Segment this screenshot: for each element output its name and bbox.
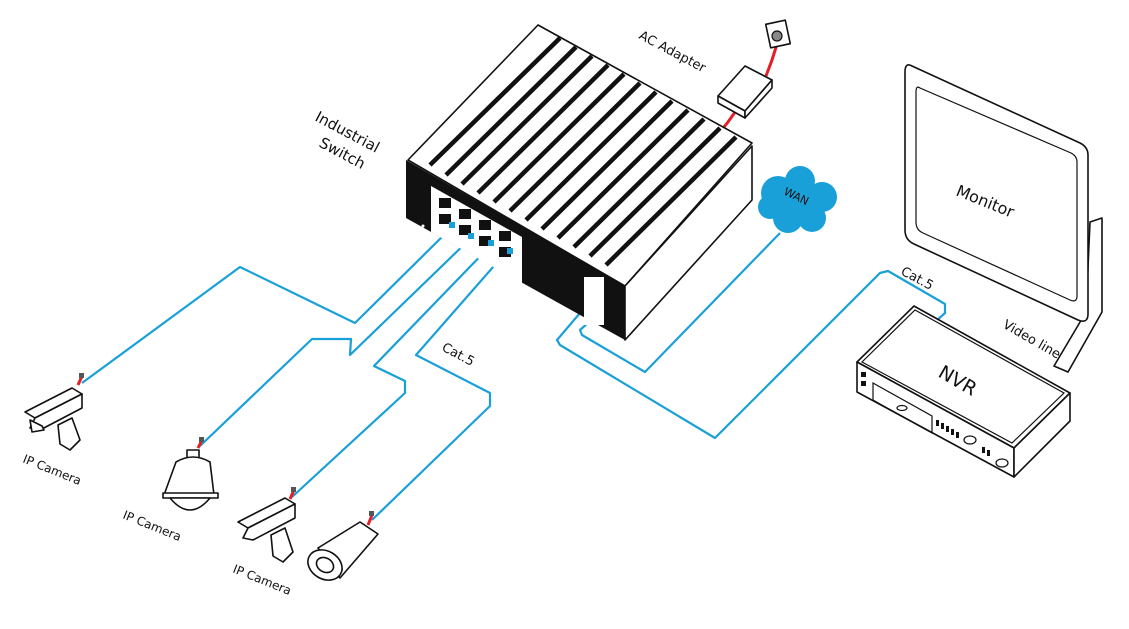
switch-led — [421, 224, 425, 228]
switch-ports — [439, 198, 511, 257]
port-5[interactable] — [439, 214, 451, 224]
cat5-label-nvr: Cat.5 — [898, 264, 936, 293]
cable-camera3-switch — [291, 242, 494, 498]
port-2[interactable] — [459, 209, 471, 219]
ip-camera-label-2: IP Camera — [121, 508, 183, 544]
switch-side — [624, 145, 753, 341]
power-cable-socket-adapter — [764, 43, 779, 77]
cable-camera1-switch — [81, 226, 453, 384]
wan-cloud[interactable] — [758, 166, 837, 233]
switch-top — [407, 24, 753, 287]
switch-uplink-port[interactable] — [584, 277, 604, 325]
switch-heatsink-fins — [428, 36, 738, 267]
industrial-switch[interactable] — [406, 24, 753, 341]
port-4[interactable] — [499, 231, 511, 241]
port-connectors — [449, 222, 513, 254]
ip-camera-box-2[interactable] — [237, 487, 296, 563]
ip-camera-label-1: IP Camera — [21, 452, 83, 488]
port-7[interactable] — [479, 236, 491, 246]
port-8[interactable] — [499, 247, 511, 257]
cable-dome-switch — [199, 236, 473, 447]
ip-camera-bullet[interactable] — [302, 511, 379, 586]
wall-socket-icon — [764, 19, 792, 49]
video-line-label: Video line — [1000, 317, 1063, 362]
cables — [81, 226, 947, 521]
ip-camera-box-1[interactable] — [24, 373, 84, 451]
ac-adapter-label: AC Adapter — [636, 28, 708, 76]
monitor[interactable] — [904, 64, 1103, 373]
cable-switch-nvr — [555, 269, 947, 440]
port-3[interactable] — [479, 220, 491, 230]
cat5-label-cameras: Cat.5 — [439, 340, 477, 369]
nvr[interactable] — [856, 305, 1071, 478]
ip-camera-dome[interactable] — [162, 437, 219, 511]
port-1[interactable] — [439, 198, 451, 208]
cable-bullet-switch — [371, 249, 509, 521]
ip-camera-label-3: IP Camera — [231, 562, 293, 598]
switch-port-panel — [431, 186, 522, 283]
port-6[interactable] — [459, 225, 471, 235]
ac-adapter[interactable] — [717, 65, 773, 119]
cable-switch-wan — [578, 232, 781, 374]
